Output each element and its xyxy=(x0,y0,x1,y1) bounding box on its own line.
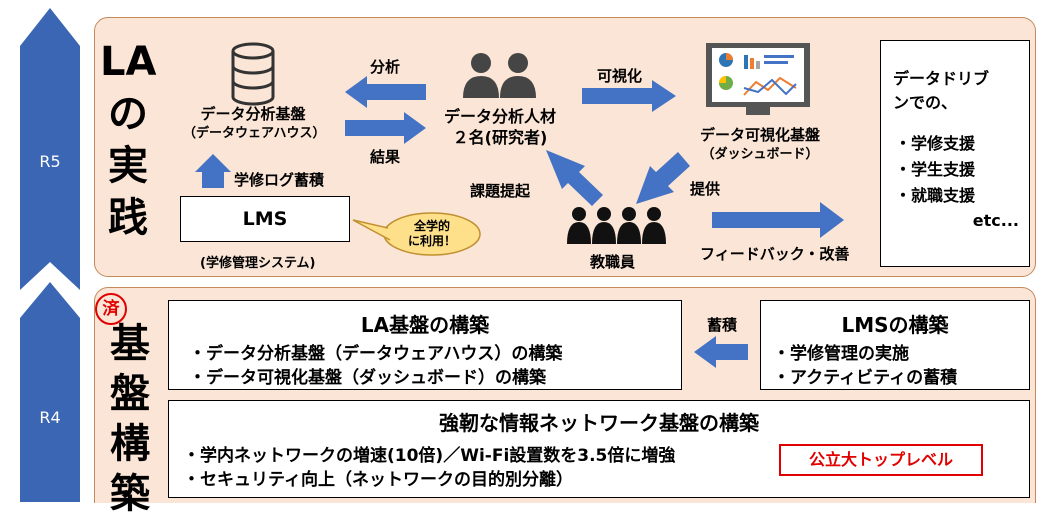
data-driven-box: データドリブ ンでの、 ・学修支援 ・学生支援 ・就職支援 etc... xyxy=(880,40,1030,267)
network-item: ・学内ネットワークの増速(10倍)／Wi-Fi設置数を3.5倍に増強 xyxy=(183,446,676,466)
issue-raising-label: 課題提起 xyxy=(470,182,531,200)
network-list: ・学内ネットワークの増速(10倍)／Wi-Fi設置数を3.5倍に増強 ・セキュリ… xyxy=(169,444,1029,492)
la-title-char: LA xyxy=(100,39,157,85)
feedback-label: フィードバック・改善 xyxy=(700,245,850,263)
la-title-char: の xyxy=(108,91,148,137)
la-base-item: ・データ分析基盤（データウェアハウス）の構築 xyxy=(189,344,563,364)
la-base-title: LA基盤の構築 xyxy=(360,313,490,337)
data-driven-list: ・学修支援 ・学生支援 ・就職支援 xyxy=(895,131,975,209)
la-practice-title: LA の 実 践 xyxy=(100,40,156,240)
base-title-char: 盤 xyxy=(110,371,150,417)
lms-sublabel: (学修管理システム) xyxy=(200,256,316,271)
result-label: 結果 xyxy=(370,148,401,166)
lms-build-item: ・学修管理の実施 xyxy=(773,344,909,364)
done-stamp: 済 xyxy=(95,293,127,325)
analysis-label: 分析 xyxy=(370,58,401,76)
accumulate-label: 蓄積 xyxy=(707,316,738,334)
speech-bubble xyxy=(352,212,481,256)
network-title: 強靭な情報ネットワーク基盤の構築 xyxy=(439,411,759,435)
log-up-arrow xyxy=(195,154,231,188)
dashboard-monitor-icon xyxy=(706,43,810,115)
la-base-box: LA基盤の構築 ・データ分析基盤（データウェアハウス）の構築 ・データ可視化基盤… xyxy=(168,300,682,390)
speech-bubble-text: 全学的 に利用！ xyxy=(407,219,456,248)
la-title-char: 実 xyxy=(108,143,148,189)
data-driven-title: データドリブ ンでの、 xyxy=(893,69,990,112)
la-title-char: 践 xyxy=(108,195,148,241)
lms-box: LMS xyxy=(180,196,350,242)
timeline-label-r5: R5 xyxy=(39,152,61,171)
lms-build-list: ・学修管理の実施 ・アクティビティの蓄積 xyxy=(761,342,1029,390)
provide-label: 提供 xyxy=(690,180,721,198)
analysis-arrow xyxy=(345,76,426,108)
staff-group-icon xyxy=(567,207,666,244)
lms-build-title: LMSの構築 xyxy=(841,313,949,337)
timeline-arrow-r4 xyxy=(20,282,80,502)
provide-arrow xyxy=(636,152,690,204)
visualize-arrow xyxy=(582,80,676,112)
dw-label: データ分析基盤 xyxy=(200,105,306,123)
accumulate-arrow xyxy=(694,336,748,368)
issue-raising-arrow xyxy=(546,150,603,206)
staff-label: 教職員 xyxy=(590,253,636,271)
researchers-sublabel: ２名(研究者) xyxy=(452,128,548,147)
la-base-list: ・データ分析基盤（データウェアハウス）の構築 ・データ可視化基盤（ダッシュボード… xyxy=(169,342,681,390)
visualize-label: 可視化 xyxy=(597,67,643,85)
network-item: ・セキュリティ向上（ネットワークの目的別分離） xyxy=(183,470,573,490)
timeline-label-r4: R4 xyxy=(39,408,61,427)
log-accumulate-label: 学修ログ蓄積 xyxy=(234,171,325,189)
researchers-icon xyxy=(463,53,536,98)
lms-build-box: LMSの構築 ・学修管理の実施 ・アクティビティの蓄積 xyxy=(760,300,1030,390)
researchers-label: データ分析人材 xyxy=(443,107,556,126)
base-title-char: 構 xyxy=(110,421,150,467)
data-driven-etc: etc... xyxy=(972,211,1019,230)
viz-sublabel: （ダッシュボード） xyxy=(701,147,819,162)
feedback-arrow xyxy=(712,202,844,238)
timeline-arrow-r5 xyxy=(20,8,80,290)
lms-box-label: LMS xyxy=(242,208,288,230)
data-driven-item: ・学修支援 xyxy=(895,134,976,153)
la-base-item: ・データ可視化基盤（ダッシュボード）の構築 xyxy=(189,368,546,388)
result-arrow xyxy=(345,112,426,144)
base-title-char: 基 xyxy=(110,321,150,367)
dw-sublabel: （データウェアハウス） xyxy=(183,126,326,141)
viz-label: データ可視化基盤 xyxy=(699,126,820,144)
diagram-graphics xyxy=(195,42,844,368)
timeline-arrows xyxy=(20,8,80,502)
data-driven-item: ・就職支援 xyxy=(895,186,976,205)
data-driven-item: ・学生支援 xyxy=(895,160,976,179)
top-level-badge: 公立大トップレベル xyxy=(779,444,983,476)
network-box: 強靭な情報ネットワーク基盤の構築 ・学内ネットワークの増速(10倍)／Wi-Fi… xyxy=(168,400,1030,498)
lms-build-item: ・アクティビティの蓄積 xyxy=(773,368,958,388)
database-icon xyxy=(231,42,275,106)
